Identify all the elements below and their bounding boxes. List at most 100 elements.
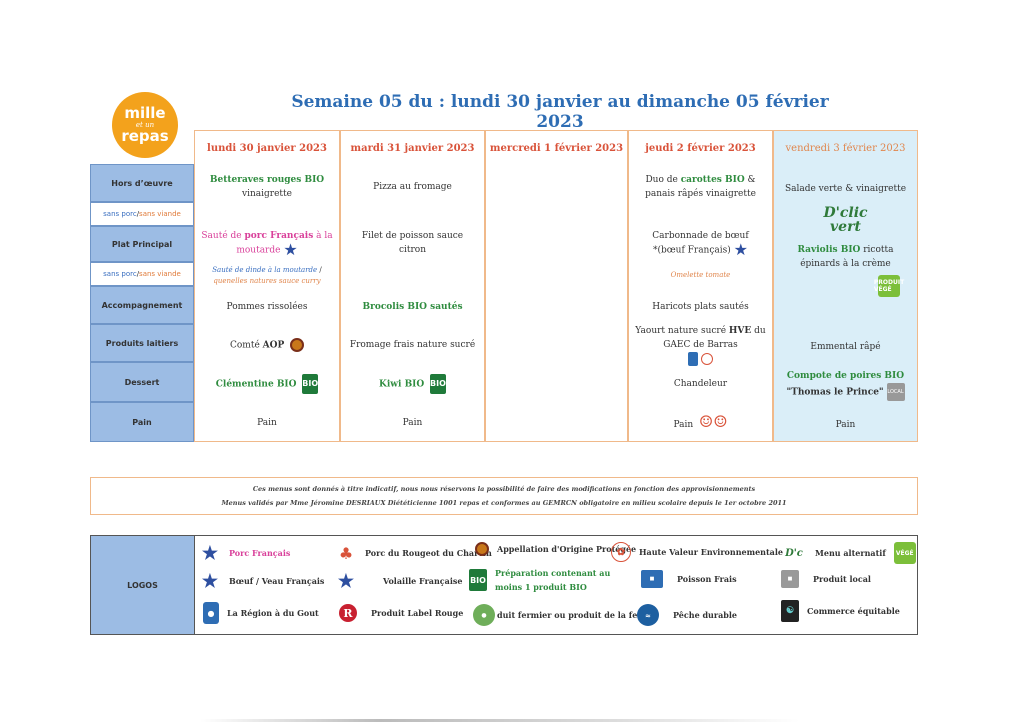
- day-column-thursday: jeudi 2 février 2023 Duo de carottes BIO…: [628, 130, 773, 442]
- legend-region: ● La Région à du Gout: [203, 602, 319, 624]
- dish-name: Betteraves rouges BIO: [209, 175, 325, 185]
- day-header: lundi 30 janvier 2023: [207, 142, 327, 154]
- friday-laitier: Emmental râpé: [810, 342, 881, 352]
- label-pain: Pain: [90, 402, 194, 442]
- vege-text: PRODUIT VÉGÉ: [874, 275, 904, 297]
- sep: /: [136, 270, 140, 278]
- clic-text: D'clic: [823, 205, 868, 221]
- dish-sub: vinaigrette: [242, 189, 292, 199]
- sans-viande-text: sans viande: [139, 210, 181, 218]
- legend-peche-durable: ≈Pêche durable: [637, 604, 737, 626]
- tuesday-pain: Pain: [402, 418, 423, 428]
- porc-francais-text: porc Français: [244, 230, 314, 241]
- chandeleur-illustration-icon: ☺☺: [698, 411, 728, 431]
- monday-accompagnement: Pommes rissolées: [226, 302, 308, 312]
- dish-name: Sauté de porc Français à la moutarde ★: [201, 229, 333, 258]
- thursday-dessert: Chandeleur: [673, 379, 728, 389]
- day-column-wednesday: mercredi 1 février 2023: [485, 130, 628, 442]
- dish-part: Yaourt nature sucré: [635, 325, 729, 336]
- alt-sans-viande: quenelles natures sauce curry: [213, 277, 321, 285]
- disclaimer-box: Ces menus sont donnés à titre indicatif,…: [90, 477, 918, 515]
- produit-local-icon: ■: [781, 570, 799, 588]
- local-dairy-icon: [688, 351, 699, 366]
- bio-icon: BIO: [469, 569, 487, 591]
- mille-et-un-repas-logo: mille et un repas: [112, 92, 178, 158]
- bio-dish: Compote de poires BIO: [786, 371, 905, 381]
- dclic-vert-icon: D'c: [785, 547, 803, 559]
- legend-text: duit fermier ou produit de la ferme: [497, 610, 656, 620]
- friday-plat: Raviolis BIO ricotta épinards à la crème: [774, 239, 917, 275]
- boeuf-francais-icon: ★: [733, 239, 748, 259]
- label-rouge-icon: R: [339, 604, 357, 622]
- sans-porc-text: sans porc: [103, 210, 137, 218]
- tuesday-dessert: Kiwi BIO BIO: [341, 365, 484, 403]
- thursday-accompagnement: Haricots plats sautés: [652, 302, 749, 312]
- label-hors-doeuvre: Hors d’œuvre: [90, 164, 194, 202]
- sep: /: [136, 210, 140, 218]
- poisson-frais-icon: ■: [641, 570, 663, 588]
- pain-text: Pain: [673, 419, 694, 430]
- producer-name: "Thomas le Prince": [786, 387, 884, 398]
- legend-porc-francais: ★ Porc Français: [199, 542, 290, 564]
- sans-porc-text: sans porc: [103, 270, 137, 278]
- aop-icon: [289, 337, 304, 352]
- logos-label: LOGOS: [91, 536, 195, 634]
- monday-hors-doeuvre: Betteraves rouges BIO vinaigrette: [195, 167, 339, 207]
- thursday-pain: Pain ☺☺: [629, 405, 772, 441]
- produit-vege-icon: PRODUIT VÉGÉ: [874, 269, 904, 297]
- logos-legend: LOGOS ★Porc Français ♣Porc du Rougeot du…: [90, 535, 918, 635]
- legend-hve: ✿Haute Valeur Environnementale: [611, 542, 783, 562]
- day-header: vendredi 3 février 2023: [785, 142, 906, 154]
- thursday-plat: Carbonnade de bœuf *(bœuf Français) ★: [629, 225, 772, 261]
- disclaimer-line1: Ces menus sont donnés à titre indicatif,…: [252, 485, 756, 493]
- alt-sans-porc: Sauté de dinde à la moutarde: [212, 266, 318, 274]
- legend-text: Menu alternatif: [815, 548, 886, 558]
- legend-text: Porc Français: [229, 548, 291, 558]
- boeuf-francais-icon: ★: [201, 570, 219, 592]
- legend-text: Produit local: [813, 574, 871, 584]
- dclic-vert-logo: D'clic vert: [774, 205, 917, 235]
- day-header: mercredi 1 février 2023: [489, 142, 624, 154]
- legend-volaille: ★Volaille Française: [335, 570, 463, 592]
- label-sans-porc-1: sans porc / sans viande: [90, 202, 194, 226]
- logo-line2: et un: [135, 121, 155, 129]
- bio-dish: Raviolis BIO: [797, 245, 861, 255]
- legend-text: Bœuf / Veau Français: [229, 576, 325, 586]
- day-column-friday: vendredi 3 février 2023 Salade verte & v…: [773, 130, 918, 442]
- legend-aop: Appellation d'Origine Protégée: [475, 542, 636, 556]
- thursday-plat-alt: Omelette tomate: [670, 271, 731, 279]
- label-plat-principal: Plat Principal: [90, 226, 194, 262]
- day-column-monday: lundi 30 janvier 2023 Betteraves rouges …: [194, 130, 340, 442]
- legend-text: Volaille Française: [383, 576, 463, 586]
- fairtrade-icon: ☯: [781, 600, 799, 622]
- dish-part: Duo de: [645, 175, 681, 185]
- monday-laitier: Comté AOP: [195, 327, 339, 363]
- dish-part: Comté: [230, 340, 263, 351]
- bio-icon: BIO: [302, 374, 319, 394]
- fermier-icon: ●: [473, 604, 495, 626]
- porc-francais-icon: ★: [201, 542, 219, 564]
- region-gout-icon: ●: [203, 602, 219, 624]
- friday-hors-doeuvre: Salade verte & vinaigrette: [784, 184, 907, 194]
- rougeot-pig-icon: ♣: [338, 543, 354, 563]
- legend-produit-local: ■ Produit local: [781, 570, 871, 588]
- day-column-tuesday: mardi 31 janvier 2023 Pizza au fromage F…: [340, 130, 485, 442]
- dish-part: à la moutarde: [236, 230, 333, 256]
- tuesday-plat: Filet de poisson sauce citron: [361, 231, 464, 255]
- tuesday-hors-doeuvre: Pizza au fromage: [373, 182, 452, 192]
- disclaimer-line2: Menus validés par Mme Jéromine DESRIAUX …: [221, 499, 787, 507]
- label-produits-laitiers: Produits laitiers: [90, 324, 194, 362]
- tuesday-accompagnement: Brocolis BIO sautés: [362, 302, 463, 312]
- legend-text: Préparation contenant au moins 1 produit…: [495, 568, 611, 592]
- dish-name: Kiwi BIO: [379, 379, 425, 390]
- monday-dessert: Clémentine BIO BIO: [195, 365, 339, 403]
- label-dessert: Dessert: [90, 362, 194, 402]
- legend-text: La Région à du Gout: [227, 608, 319, 618]
- friday-pain: Pain: [835, 420, 856, 430]
- legend-text: Haute Valeur Environnementale: [639, 547, 783, 557]
- hve-icon: [700, 352, 713, 365]
- logo-line1: mille: [124, 104, 166, 122]
- dish-part: & panais râpés vinaigrette: [645, 175, 756, 199]
